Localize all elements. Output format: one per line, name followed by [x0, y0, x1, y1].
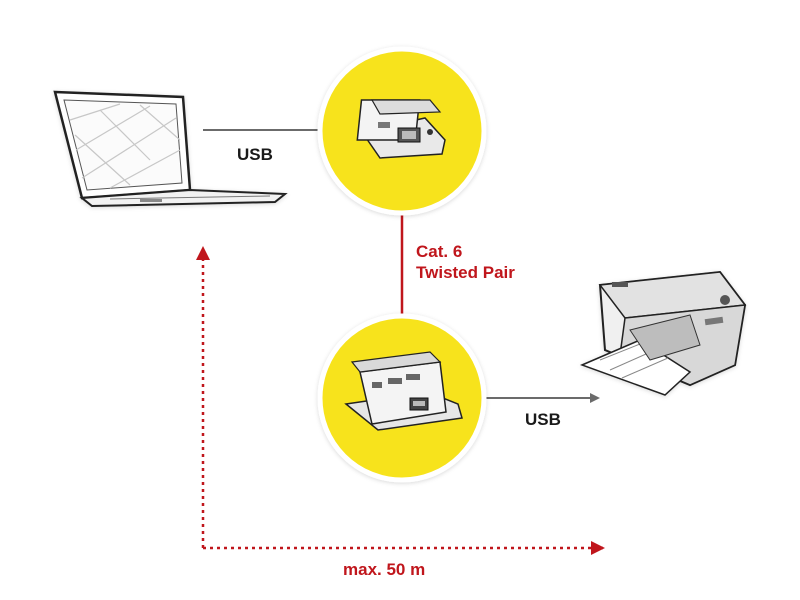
cable-type-label: Cat. 6: [416, 242, 463, 261]
usb-extender-receiver-icon: [344, 351, 463, 431]
usb-label-top: USB: [237, 145, 273, 164]
usb-extender-transmitter-icon: [356, 99, 446, 159]
printer-icon: [579, 270, 747, 396]
distance-label: max. 50 m: [343, 560, 426, 579]
laptop-icon: [53, 90, 288, 208]
usb-label-bottom: USB: [525, 410, 561, 429]
cable-type-label-line2: Twisted Pair: [416, 263, 515, 282]
